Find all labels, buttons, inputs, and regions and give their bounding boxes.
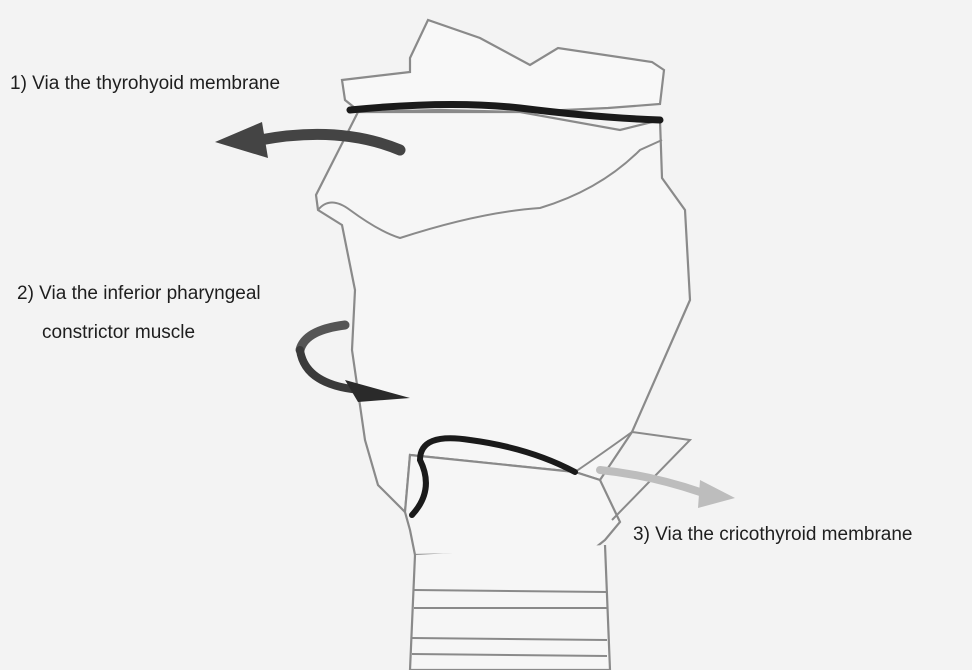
hyoid-bone (342, 20, 664, 112)
route3-label: 3) Via the cricothyroid membrane (633, 524, 913, 546)
pharyngeal-arrow-tail (300, 325, 345, 350)
thyroid-cartilage (316, 112, 690, 512)
cricothyroid-arrow-body (600, 470, 700, 492)
cricothyroid-arrow-head-icon (698, 480, 735, 508)
route1-label: 1) Via the thyrohyoid membrane (10, 73, 280, 95)
route2-label-line1: 2) Via the inferior pharyngeal (17, 283, 261, 305)
thyrohyoid-arrow-head-icon (215, 122, 268, 158)
route2-label-line2: constrictor muscle (42, 322, 195, 344)
